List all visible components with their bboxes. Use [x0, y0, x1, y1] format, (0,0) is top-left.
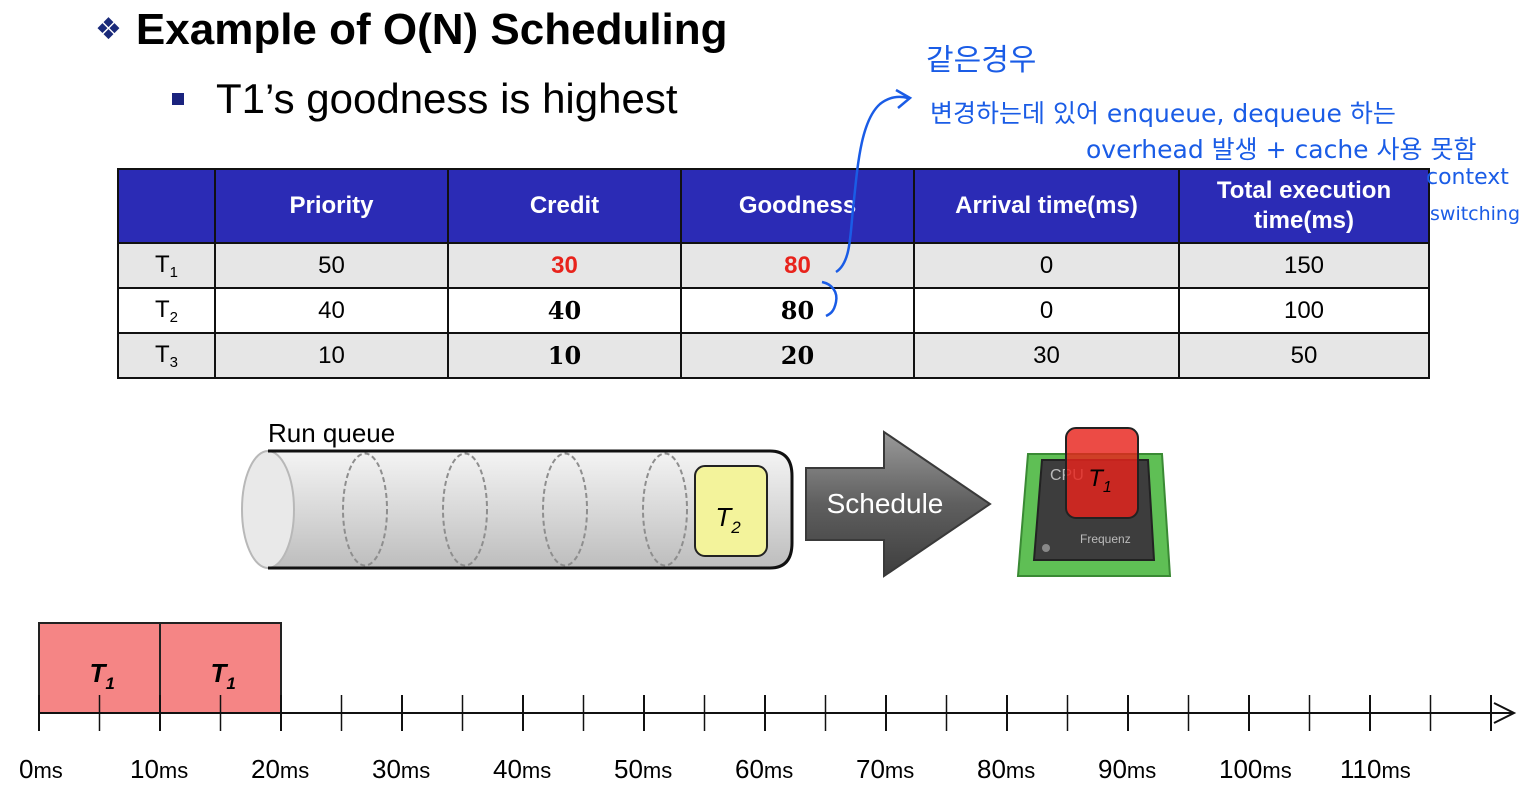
task-subscript: 2 [169, 308, 178, 326]
header-priority: Priority [214, 168, 449, 244]
arrow-shape [805, 430, 992, 578]
process-table: Priority Credit Goodness Arrival time(ms… [117, 168, 1430, 379]
timeline-tick-label: 30ms [372, 754, 431, 784]
annotation-line3: overhead 발생 + cache 사용 못함 [1086, 135, 1476, 164]
header-total-execution-time: Total execution time(ms) [1178, 168, 1430, 244]
timeline-block-label: T1 [90, 658, 115, 693]
title-row: ❖ Example of O(N) Scheduling [95, 2, 728, 58]
subtitle-row: T1’s goodness is highest [172, 74, 678, 124]
task-subscript: 1 [169, 263, 178, 281]
annotation-line4: context [1426, 165, 1509, 190]
priority-cell: 10 [214, 332, 449, 379]
priority-cell: 50 [214, 242, 449, 289]
timeline: T1 T1 [38, 622, 1517, 731]
task-subscript: 3 [169, 353, 178, 371]
goodness-cell: 20 [680, 332, 915, 379]
cpu-brand: Frequenz [1080, 532, 1131, 546]
annotation-line5: switching [1430, 203, 1520, 225]
timeline-block-label: T1 [211, 658, 236, 693]
tube-outline [268, 449, 794, 570]
timeline-tick-label: 0ms [19, 754, 63, 784]
timeline-tick-label: 10ms [130, 754, 189, 784]
tube-body [268, 451, 792, 568]
tube-ring [342, 452, 388, 567]
timeline-tick-label: 40ms [493, 754, 552, 784]
timeline-arrow-head [1493, 702, 1517, 724]
task-cell: T1 [117, 242, 216, 289]
header-cell [117, 168, 216, 244]
t2-queue-label: T2 [715, 502, 741, 537]
table-row: T2 40 40 80 0 100 [117, 287, 1430, 334]
task-name: T [154, 340, 170, 368]
t1-cpu-block [1065, 427, 1139, 519]
timeline-tick-label: 70ms [856, 754, 915, 784]
table-row: T3 10 10 20 30 50 [117, 332, 1430, 379]
timeline-tick-label: 50ms [614, 754, 673, 784]
schedule-arrow [805, 430, 992, 578]
credit-cell: 10 [447, 332, 682, 379]
total-cell: 150 [1178, 242, 1430, 289]
table-row: T1 50 30 80 0 150 [117, 242, 1430, 289]
run-queue-cylinder: T2 [241, 449, 794, 570]
t2-queue-block [694, 465, 768, 557]
arrival-cell: 0 [913, 242, 1180, 289]
goodness-cell: 80 [680, 242, 915, 289]
page-title: Example of O(N) Scheduling [135, 5, 728, 54]
credit-cell: 30 [447, 242, 682, 289]
task-name: T [154, 295, 170, 323]
arrival-cell: 0 [913, 287, 1180, 334]
tube-ring [442, 452, 488, 567]
credit-cell: 40 [447, 287, 682, 334]
cpu-chip: CPU Frequenz T1 [1016, 427, 1172, 577]
total-cell: 50 [1178, 332, 1430, 379]
total-cell: 100 [1178, 287, 1430, 334]
task-cell: T2 [117, 287, 216, 334]
header-credit: Credit [447, 168, 682, 244]
diamond-bullet-icon: ❖ [95, 13, 122, 46]
table-header-row: Priority Credit Goodness Arrival time(ms… [117, 168, 1430, 244]
task-name: T [154, 250, 170, 278]
annotation-line1: 같은경우 [926, 43, 1036, 78]
tube-ring [642, 452, 688, 567]
timeline-tick-label: 60ms [735, 754, 794, 784]
timeline-tick-label: 100ms [1219, 754, 1292, 784]
run-queue-label: Run queue [268, 418, 396, 448]
header-goodness: Goodness [680, 168, 915, 244]
goodness-cell: 80 [680, 287, 915, 334]
schedule-label: Schedule [826, 488, 944, 519]
square-bullet-icon [172, 93, 184, 105]
timeline-tick-label: 20ms [251, 754, 310, 784]
annotation-arrow-head [895, 88, 913, 109]
annotation-line2: 변경하는데 있어 enqueue, dequeue 하는 [930, 99, 1396, 128]
subtitle: T1’s goodness is highest [216, 75, 678, 122]
annotation-brace [821, 280, 838, 318]
cpu-dot [1042, 544, 1050, 552]
tube-ring [542, 452, 588, 567]
priority-cell: 40 [214, 287, 449, 334]
arrival-cell: 30 [913, 332, 1180, 379]
timeline-tick-label: 80ms [977, 754, 1036, 784]
task-cell: T3 [117, 332, 216, 379]
t1-cpu-label: T1 [1088, 465, 1112, 496]
annotation-arrow [835, 95, 909, 274]
timeline-tick-label: 110ms [1340, 754, 1411, 784]
header-arrival-time: Arrival time(ms) [913, 168, 1180, 244]
timeline-tick-label: 90ms [1098, 754, 1157, 784]
timeline-block-t1 [159, 622, 282, 714]
